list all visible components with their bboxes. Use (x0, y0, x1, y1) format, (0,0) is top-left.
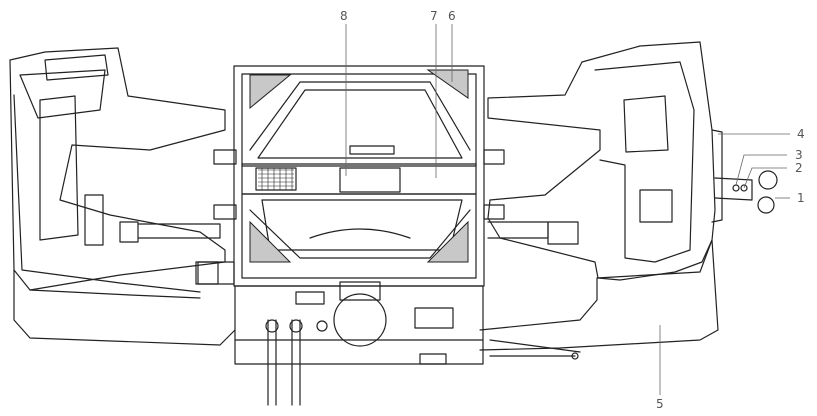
callout-8: 8 (340, 9, 348, 23)
callout-4: 4 (797, 127, 805, 141)
callout-2: 2 (795, 161, 803, 175)
leader-line-3 (736, 155, 787, 185)
right-arm (488, 42, 777, 280)
lower-body (14, 240, 718, 352)
callout-7: 7 (430, 9, 438, 23)
vent-grille (258, 168, 294, 190)
bottom-right-panel (428, 222, 468, 262)
callout-5: 5 (656, 397, 664, 411)
top-right-panel (428, 70, 468, 98)
callout-6: 6 (448, 9, 456, 23)
left-arm (10, 48, 225, 292)
callout-1: 1 (797, 191, 805, 205)
callout-3: 3 (795, 148, 803, 162)
bottom-bay (235, 282, 578, 405)
